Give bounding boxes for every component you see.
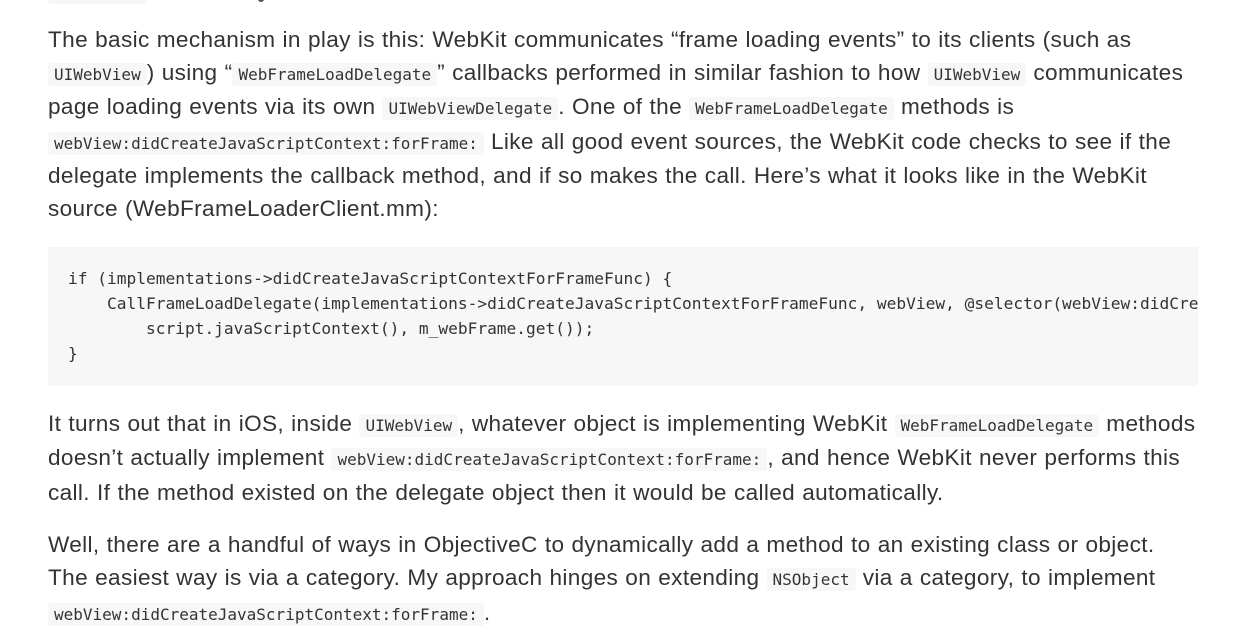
inline-code-uiwebview: UIWebView — [927, 62, 1027, 86]
text-run: The basic mechanism in play is this: Web… — [48, 27, 1132, 52]
code-block-webkit-source: if (implementations->didCreateJavaScript… — [48, 246, 1198, 386]
inline-code-webframeloaddelegate: WebFrameLoadDelegate — [894, 413, 1100, 437]
text-run: methods is — [893, 94, 1015, 120]
article-body: The basic mechanism in play is this: Web… — [48, 24, 1198, 631]
inline-code-uiwebview: UIWebView — [359, 413, 459, 437]
inline-code-uiwebviewdelegate: UIWebViewDelegate — [382, 97, 559, 121]
inline-code-webframeloaddelegate: WebFrameLoadDelegate — [232, 62, 438, 86]
inline-code-method-signature: webView:didCreateJavaScriptContext:forFr… — [48, 131, 484, 155]
inline-code-nsobject: NSObject — [766, 567, 856, 591]
previous-inline-code-fragment — [48, 0, 146, 4]
inline-code-method-signature: webView:didCreateJavaScriptContext:forFr… — [331, 448, 768, 472]
text-run: Like all good event sources, the WebKit … — [48, 128, 1172, 221]
code-line: script.javaScriptContext(), m_webFrame.g… — [68, 318, 595, 338]
paragraph-category-approach: Well, there are a handful of ways in Obj… — [48, 529, 1198, 631]
text-run: , and hence WebKit never performs this c… — [48, 445, 1181, 505]
inline-code-webframeloaddelegate: WebFrameLoadDelegate — [689, 97, 894, 121]
paragraph-mechanism: The basic mechanism in play is this: Web… — [48, 24, 1198, 226]
code-line: } — [68, 343, 78, 363]
text-run: , whatever object is implementing WebKit — [458, 410, 895, 436]
text-run: methods doesn’t actually implement — [48, 410, 1196, 471]
text-run: ” callbacks performed in similar fashion… — [437, 59, 928, 85]
inline-code-uiwebview: UIWebView — [48, 62, 147, 86]
paragraph-ios-uiwebview: It turns out that in iOS, inside UIWebVi… — [48, 408, 1198, 510]
previous-text-fragment — [258, 0, 264, 2]
text-run: . — [483, 599, 491, 625]
inline-code-method-signature: webView:didCreateJavaScriptContext:forFr… — [48, 602, 484, 626]
text-run: . One of the — [558, 94, 690, 120]
text-run: communicates page loading events via its… — [48, 59, 1184, 120]
code-line: CallFrameLoadDelegate(implementations->d… — [106, 293, 1198, 313]
code-line: if (implementations->didCreateJavaScript… — [68, 268, 673, 288]
text-run: ) using “ — [146, 59, 233, 85]
text-run: via a category, to implement — [855, 564, 1156, 590]
text-run: It turns out that in iOS, inside — [48, 410, 360, 436]
text-run: Well, there are a handful of ways in Obj… — [48, 532, 1155, 590]
